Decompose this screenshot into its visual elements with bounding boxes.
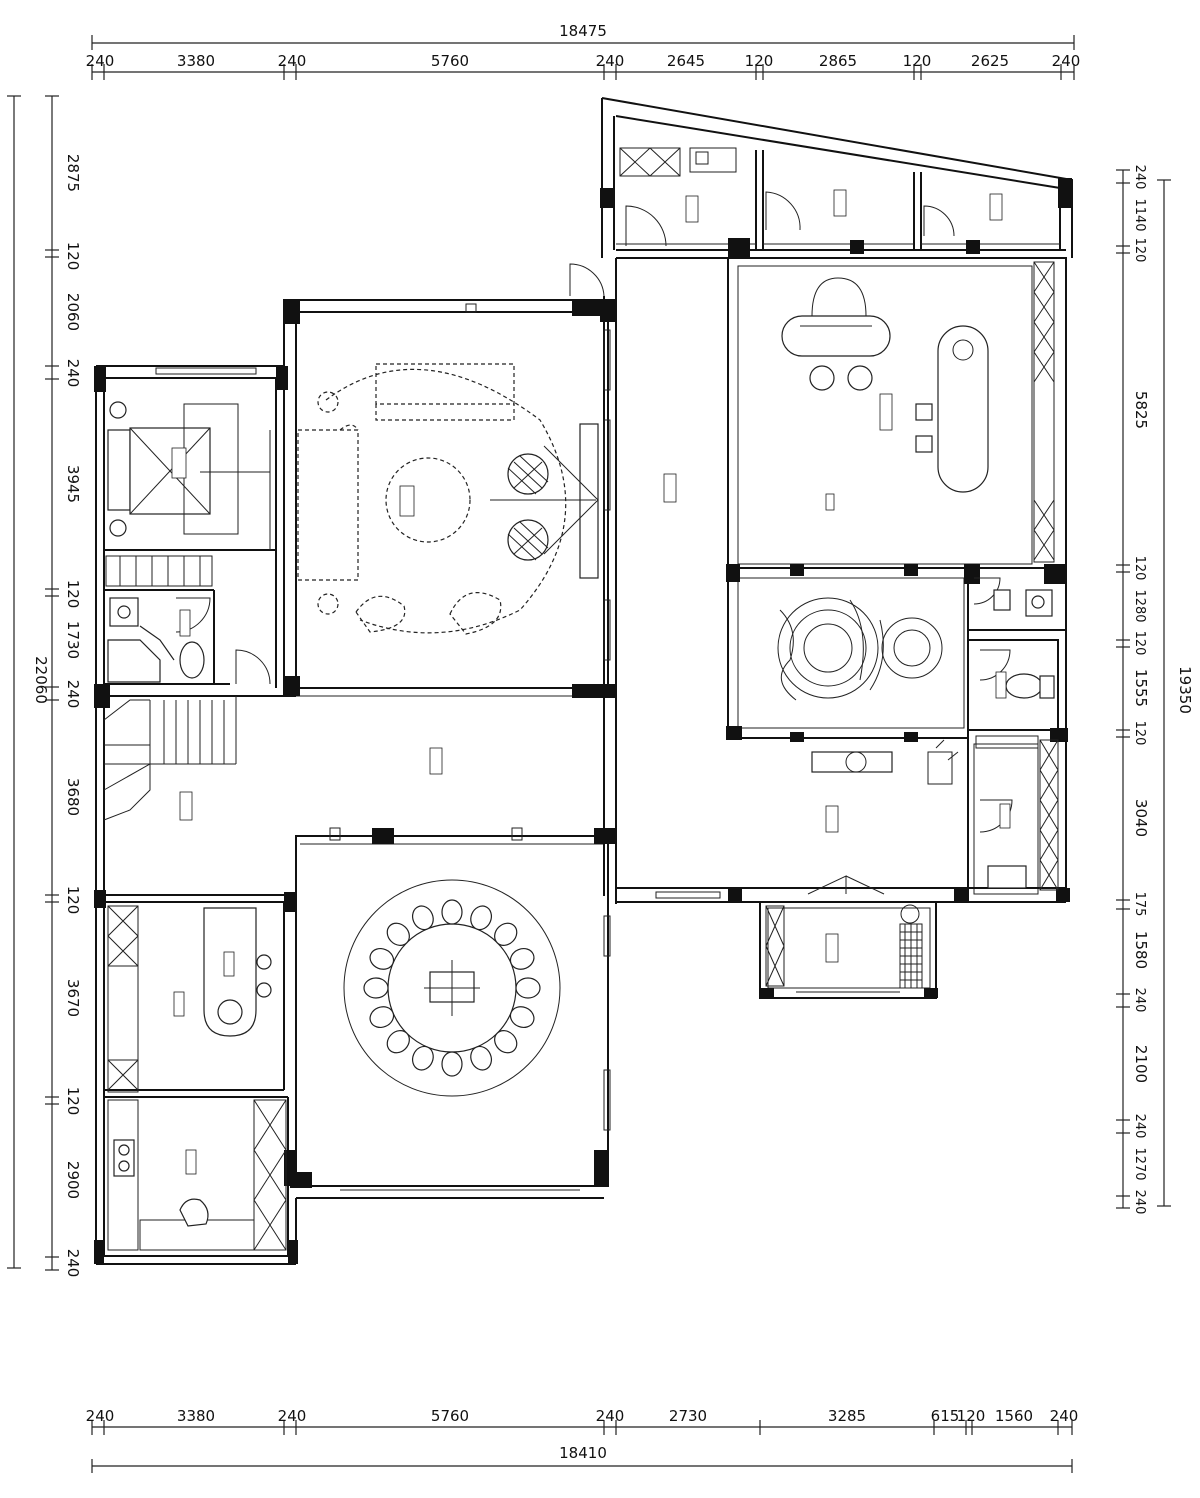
left-dim-1: 2875 <box>64 154 82 192</box>
right-dim-15: 240 <box>1132 1114 1147 1139</box>
dining-chair <box>386 922 410 946</box>
left-dim-13: 2900 <box>64 1161 82 1199</box>
left-dim-9: 3680 <box>64 778 82 816</box>
dining-chair <box>494 922 518 946</box>
dining-chair <box>470 905 493 931</box>
left-dim-5: 3945 <box>64 465 82 503</box>
dining-chair <box>369 1006 395 1029</box>
top-dim-8: 2865 <box>819 52 857 70</box>
bottom-dimension-chain: 240 3380 240 5760 240 2730 3285 615 120 … <box>86 1407 1079 1473</box>
dining-chair <box>494 1030 518 1054</box>
sofa-set <box>297 363 599 635</box>
staircase <box>103 696 237 821</box>
left-dim-12: 120 <box>64 1087 82 1116</box>
right-dim-5: 120 <box>1132 556 1147 581</box>
dining-chair <box>515 977 541 999</box>
top-dim-1: 240 <box>86 52 115 70</box>
left-dim-4: 240 <box>64 359 82 388</box>
top-dim-10: 2625 <box>971 52 1009 70</box>
dining-chair <box>386 1030 410 1054</box>
right-dim-9: 120 <box>1132 721 1147 746</box>
dining-chair <box>411 905 434 931</box>
top-dim-11: 240 <box>1052 52 1081 70</box>
left-dimension-chain: 22060 2875 120 2060 240 3945 120 1730 24… <box>7 95 82 1278</box>
bottom-dim-9: 120 <box>957 1407 986 1425</box>
dining-chair <box>470 1045 493 1071</box>
right-dim-1: 240 <box>1132 165 1147 190</box>
doors <box>175 191 1013 895</box>
left-total-dimension: 22060 <box>32 656 50 704</box>
left-dim-8: 240 <box>64 680 82 709</box>
bottom-dim-6: 2730 <box>669 1407 707 1425</box>
dining-chair <box>363 977 389 999</box>
dining-chair <box>441 899 463 925</box>
left-dim-11: 3670 <box>64 979 82 1017</box>
top-dim-9: 120 <box>903 52 932 70</box>
right-dimension-chain: 19350 240 1140 120 5825 120 1280 120 155… <box>1116 165 1194 1215</box>
right-dim-10: 3040 <box>1132 799 1150 837</box>
right-dim-3: 120 <box>1132 238 1147 263</box>
walls <box>95 97 1073 1265</box>
right-dim-8: 1555 <box>1132 669 1150 707</box>
bottom-dim-3: 240 <box>278 1407 307 1425</box>
tea-table <box>781 277 989 493</box>
dining-chair <box>509 1006 535 1029</box>
left-dim-2: 120 <box>64 242 82 271</box>
bottom-dim-5: 240 <box>596 1407 625 1425</box>
right-dim-13: 240 <box>1132 988 1147 1013</box>
bottom-dim-2: 3380 <box>177 1407 215 1425</box>
dining-chair <box>509 947 535 970</box>
bottom-dim-11: 240 <box>1050 1407 1079 1425</box>
top-dim-4: 5760 <box>431 52 469 70</box>
room-tags <box>171 189 1011 1175</box>
top-dim-7: 120 <box>745 52 774 70</box>
right-dim-14: 2100 <box>1132 1045 1150 1083</box>
dining-table <box>343 879 561 1097</box>
bottom-dim-1: 240 <box>86 1407 115 1425</box>
bottom-dim-7: 3285 <box>828 1407 866 1425</box>
bottom-total-dimension: 18410 <box>559 1444 607 1462</box>
right-dim-12: 1580 <box>1132 931 1150 969</box>
right-total-dimension: 19350 <box>1176 666 1194 714</box>
top-dim-5: 240 <box>596 52 625 70</box>
left-dim-10: 120 <box>64 886 82 915</box>
left-dim-14: 240 <box>64 1249 82 1278</box>
right-dim-11: 175 <box>1132 892 1147 917</box>
dining-chair <box>411 1045 434 1071</box>
left-dim-6: 120 <box>64 580 82 609</box>
right-dim-2: 1140 <box>1132 198 1147 231</box>
right-dim-7: 120 <box>1132 631 1147 656</box>
bottom-dim-8: 615 <box>931 1407 960 1425</box>
left-dim-7: 1730 <box>64 621 82 659</box>
right-dim-4: 5825 <box>1132 391 1150 429</box>
top-dim-3: 240 <box>278 52 307 70</box>
top-total-dimension: 18475 <box>559 22 607 40</box>
bed <box>107 401 270 537</box>
right-dim-6: 1280 <box>1132 589 1147 622</box>
windows <box>105 147 1059 1251</box>
zen-garden <box>777 597 943 701</box>
bottom-dim-4: 5760 <box>431 1407 469 1425</box>
right-dim-16: 1270 <box>1132 1147 1147 1180</box>
top-dim-2: 3380 <box>177 52 215 70</box>
furniture <box>107 277 1055 1227</box>
right-dim-17: 240 <box>1132 1190 1147 1215</box>
columns <box>94 178 1072 1264</box>
bottom-dim-10: 1560 <box>995 1407 1033 1425</box>
left-dim-3: 2060 <box>64 293 82 331</box>
dining-chair <box>369 947 395 970</box>
dining-chair <box>441 1051 463 1077</box>
top-dimension-chain: 18475 240 3380 240 5760 240 2645 120 286… <box>86 22 1081 80</box>
top-dim-6: 2645 <box>667 52 705 70</box>
